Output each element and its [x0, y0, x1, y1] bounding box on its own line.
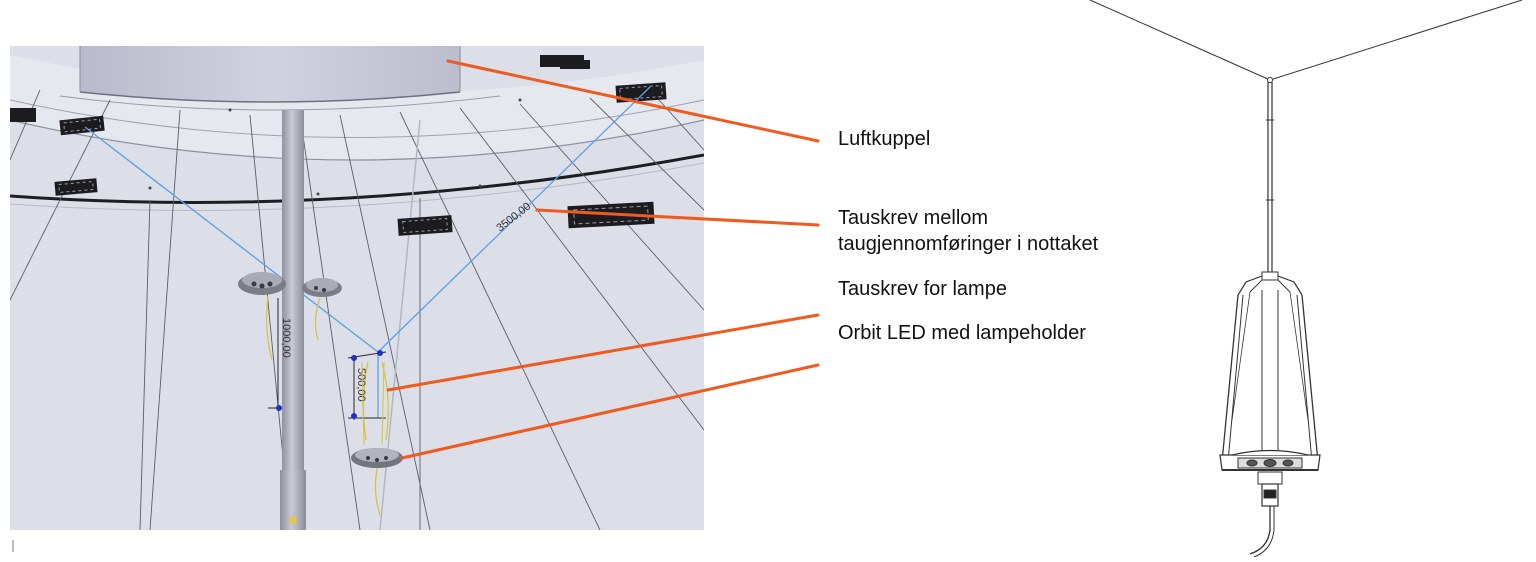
callout-lines [386, 59, 820, 460]
dimension-lamp-drop-label: 1000,00 [280, 318, 292, 358]
suspension-rope-left [1089, 0, 1271, 81]
callout-luftkuppel [446, 59, 820, 143]
panel-lines [10, 89, 704, 530]
cad-view: 1000,00 500,00 3500,00 [10, 46, 704, 530]
callout-tauskrev-mellom [535, 208, 820, 227]
callout-tauskrev-lampe [386, 313, 820, 392]
center-pole [282, 110, 304, 525]
label-tauskrev-mellom: Tauskrev mellom taugjennomføringer i not… [838, 207, 1099, 255]
ring-markers [148, 98, 522, 196]
rope-passthrough [615, 82, 667, 103]
lamp-assembly: 500,00 [347, 350, 403, 468]
label-orbit-led: Orbit LED med lampeholder [838, 322, 1086, 344]
lamp-holder-leg-right [1301, 294, 1319, 463]
lamp-left [238, 272, 286, 295]
dimension-lamp-rope-label: 500,00 [355, 368, 367, 402]
rope-passthrough [397, 215, 453, 236]
net-roof-ring [10, 55, 704, 160]
rope-passthrough [59, 115, 105, 136]
rope-lines [84, 86, 651, 418]
rope-passthrough [10, 108, 36, 122]
callout-orbit-led [400, 363, 820, 460]
lamp-holder-leg-left [1221, 294, 1239, 463]
rope-passthrough [54, 178, 98, 196]
suspension-rope-right [1269, 0, 1523, 81]
seam-ring [10, 153, 704, 204]
lamp-cable [1249, 506, 1271, 555]
rope-passthrough [540, 55, 590, 69]
lamp-right [302, 278, 342, 297]
label-tauskrev-lampe: Tauskrev for lampe [838, 278, 1007, 300]
air-dome [80, 46, 460, 102]
dimension-lamp-drop: 1000,00 [268, 298, 292, 411]
label-luftkuppel: Luftkuppel [838, 128, 931, 150]
lamp-line-drawing [1089, 0, 1523, 558]
